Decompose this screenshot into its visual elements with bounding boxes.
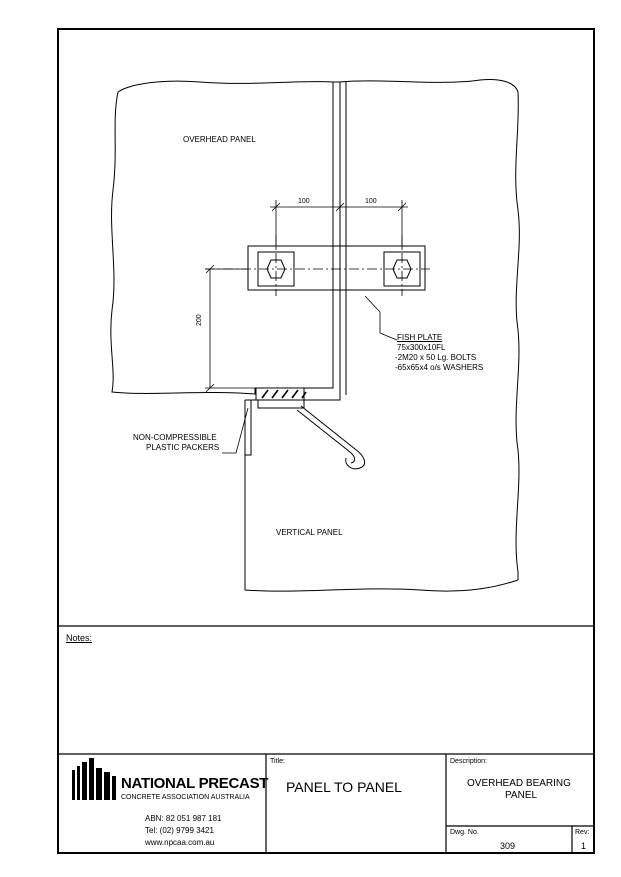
tel-text: Tel: (02) 9799 3421 bbox=[145, 826, 214, 835]
bent-bar bbox=[300, 405, 366, 470]
drawing-sheet-border bbox=[57, 28, 595, 854]
dimension-vertical: 200 bbox=[196, 314, 203, 326]
drawing-title: PANEL TO PANEL bbox=[286, 779, 402, 795]
website-text: www.npcaa.com.au bbox=[145, 838, 215, 847]
overhead-panel-outline bbox=[110, 80, 334, 395]
fish-plate-line-3: -65x65x4 o/s WASHERS bbox=[395, 363, 484, 372]
company-name: NATIONAL PRECAST bbox=[121, 775, 269, 792]
description-label: Description: bbox=[450, 758, 487, 765]
vertical-panel-outline bbox=[244, 400, 519, 592]
title-label: Title: bbox=[270, 758, 285, 765]
dwg-no-value: 309 bbox=[500, 841, 516, 851]
vertical-panel-label: VERTICAL PANEL bbox=[276, 528, 343, 537]
npcaa-logo bbox=[72, 758, 116, 800]
rev-value: 1 bbox=[581, 841, 587, 851]
dimension-right: 100 bbox=[365, 198, 377, 205]
packers-line-2: PLASTIC PACKERS bbox=[146, 443, 220, 452]
overhead-panel-right-outline bbox=[339, 79, 520, 580]
fish-plate-line-1: 75x300x10FL bbox=[397, 343, 446, 352]
rev-label: Rev: bbox=[575, 829, 590, 836]
plastic-packers bbox=[257, 399, 305, 409]
company-subtitle: CONCRETE ASSOCIATION AUSTRALIA bbox=[121, 794, 250, 801]
overhead-panel-label: OVERHEAD PANEL bbox=[183, 135, 256, 144]
fish-plate-line-2: -2M20 x 50 Lg. BOLTS bbox=[395, 353, 477, 362]
packers-line-1: NON-COMPRESSIBLE bbox=[133, 433, 217, 442]
fish-plate bbox=[247, 245, 426, 291]
dimension-left: 100 bbox=[298, 198, 310, 205]
notes-label: Notes: bbox=[66, 633, 93, 643]
abn-text: ABN: 82 051 987 181 bbox=[145, 814, 222, 823]
description-line-2: PANEL bbox=[505, 790, 538, 801]
dwg-no-label: Dwg. No. bbox=[450, 829, 479, 836]
fish-plate-title: FISH PLATE bbox=[397, 333, 443, 342]
description-line-1: OVERHEAD BEARING bbox=[467, 778, 571, 789]
